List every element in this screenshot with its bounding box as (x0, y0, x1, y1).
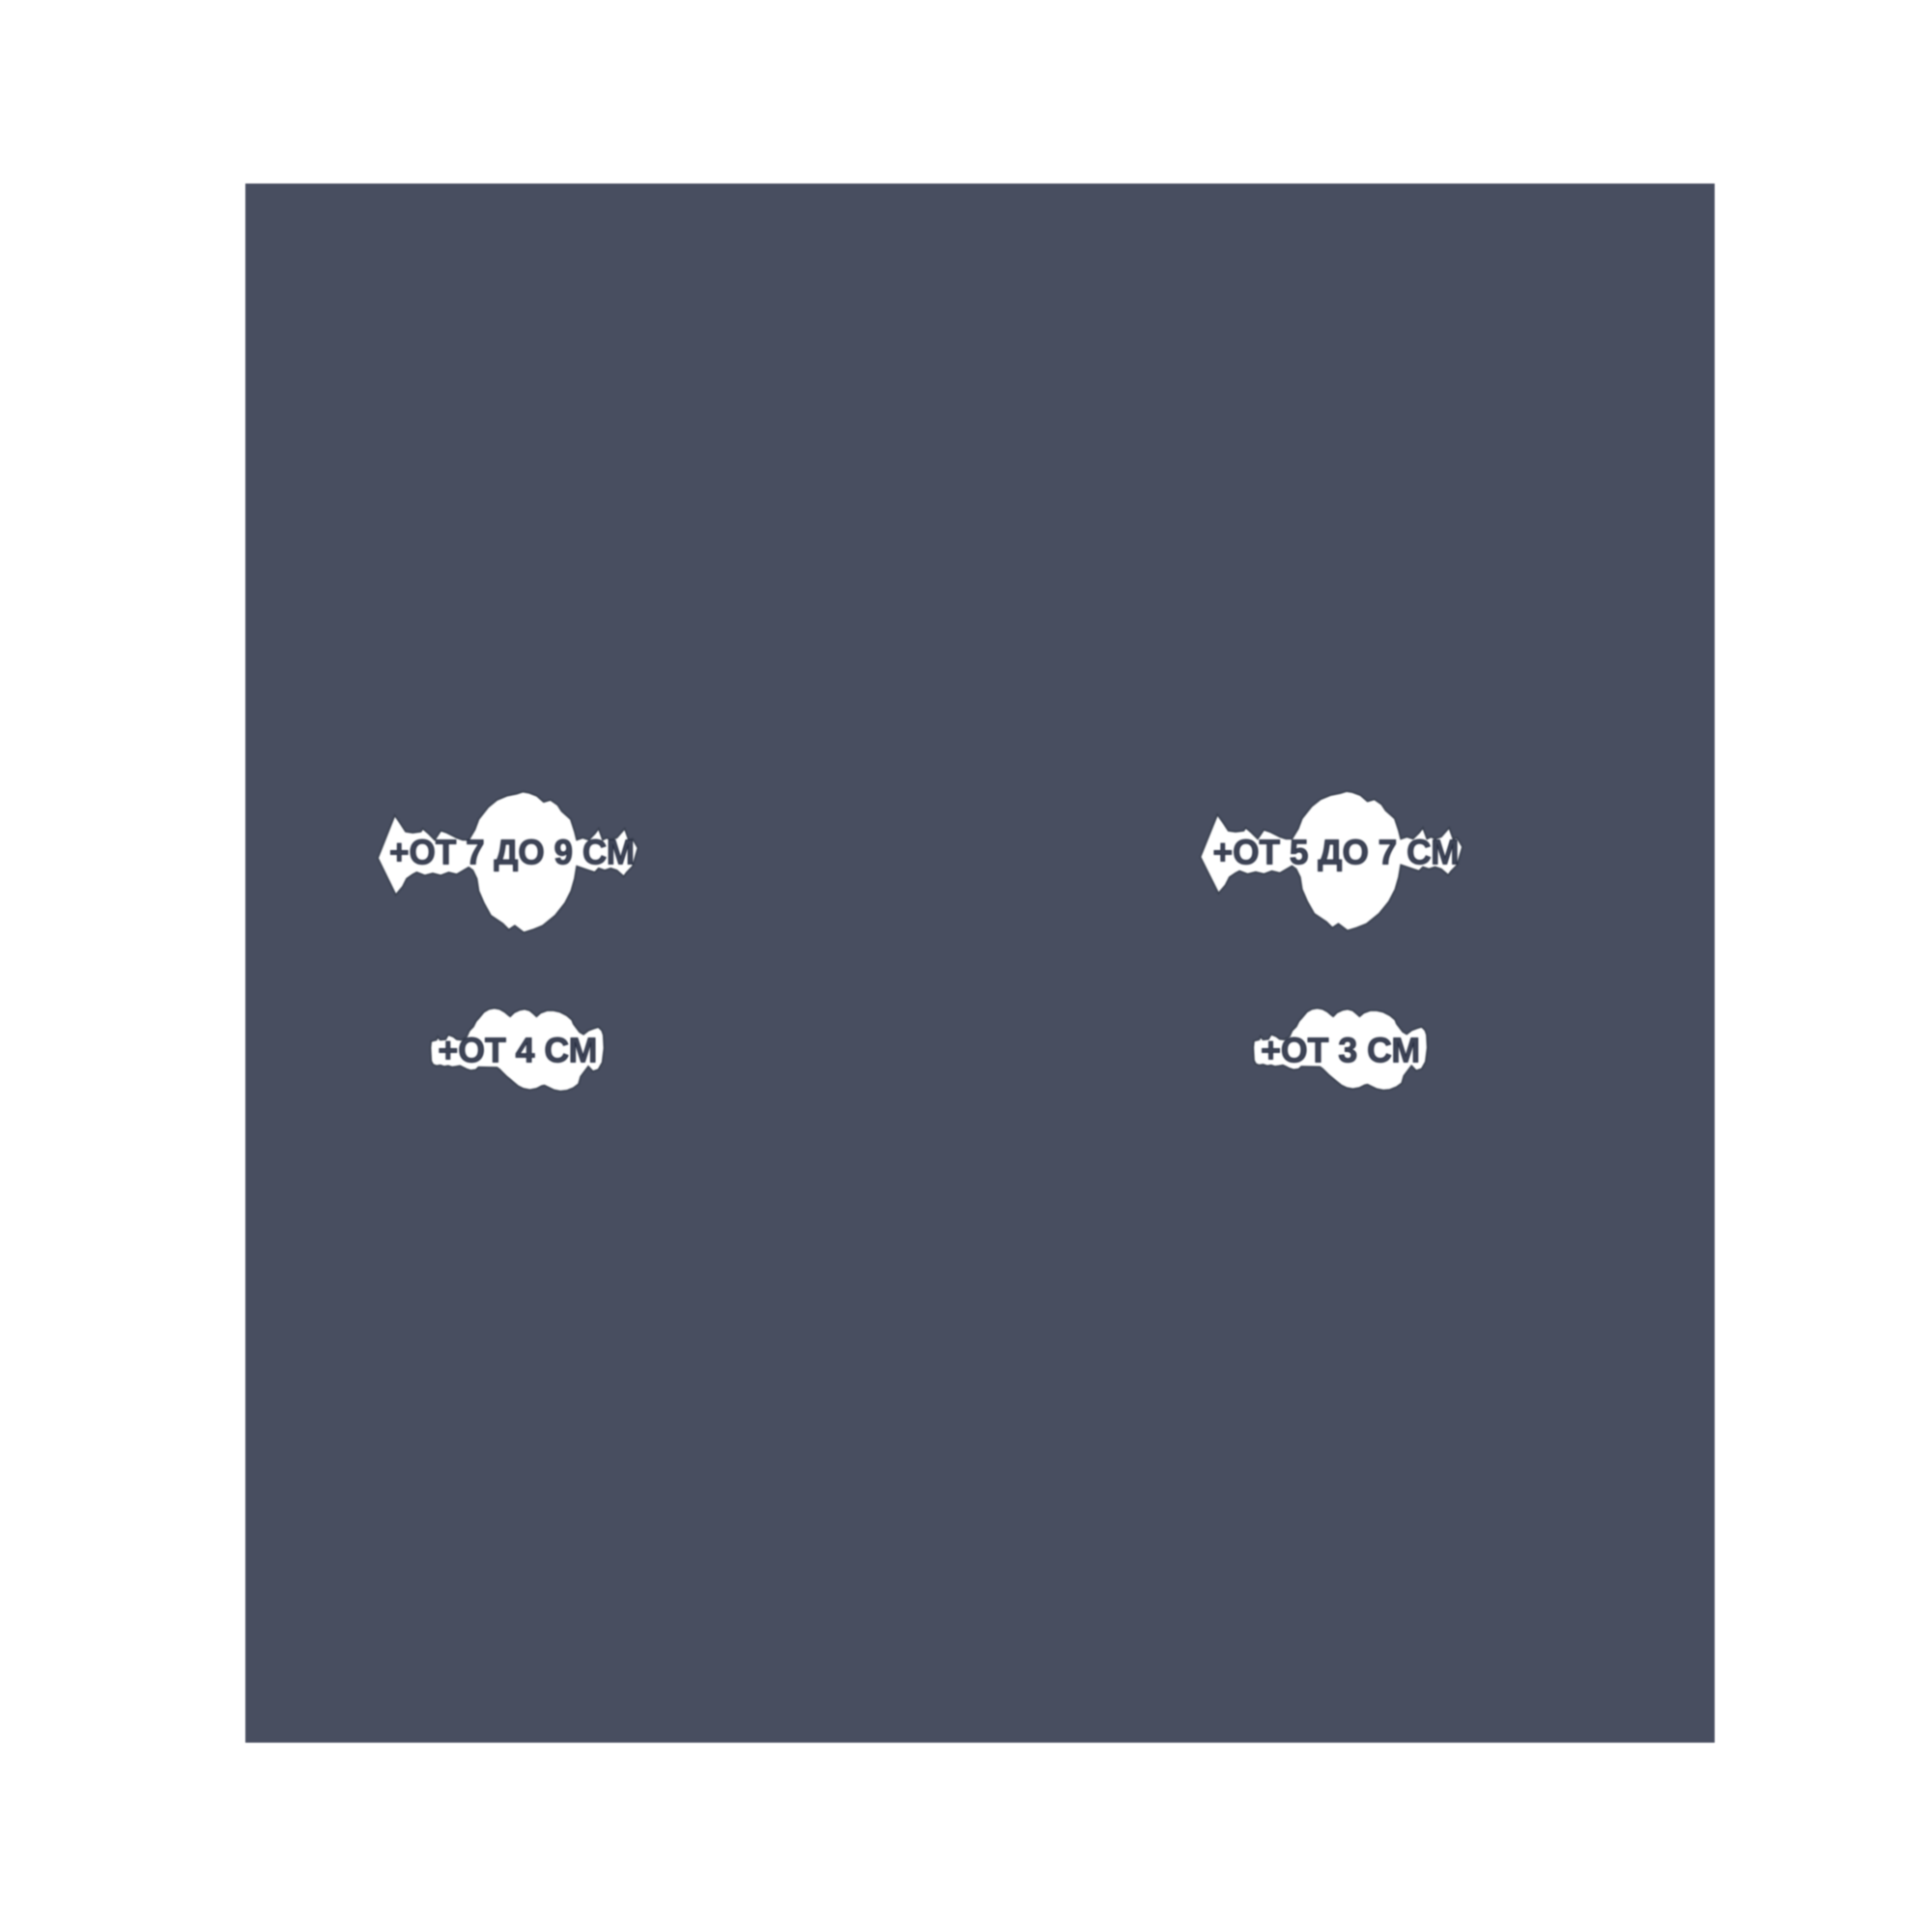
svg-text:+ОТ 4 СМ: +ОТ 4 СМ (438, 1031, 597, 1070)
svg-text:+ОТ 7 ДО 9 СМ: +ОТ 7 ДО 9 СМ (389, 833, 635, 872)
svg-text:+ОТ 5 ДО 7 СМ: +ОТ 5 ДО 7 СМ (1213, 833, 1460, 872)
svg-text:+ОТ 3 СМ: +ОТ 3 СМ (1261, 1031, 1420, 1070)
